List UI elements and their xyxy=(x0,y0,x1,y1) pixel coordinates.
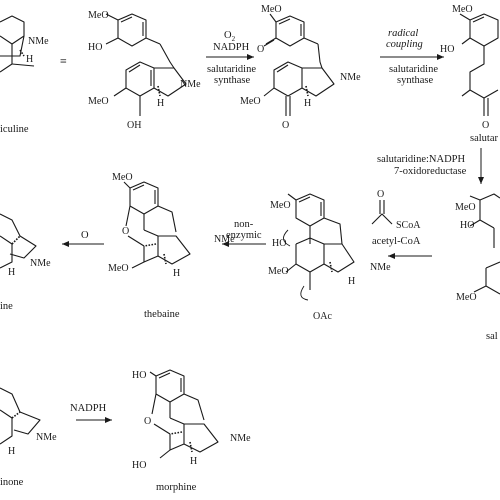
arrow5-label-line1: non- xyxy=(234,219,254,230)
codeinone-h: H xyxy=(8,446,15,457)
reticuline-h: H xyxy=(157,98,164,109)
reticuline-name-label: iculine xyxy=(0,124,29,135)
dienone-o-bottom: O xyxy=(282,120,289,131)
salutaridine-structure: MeO HO O xyxy=(440,4,499,131)
acetate-meo-bottom: MeO xyxy=(268,266,289,277)
arrow2-enzyme-line1: salutaridine xyxy=(389,64,438,75)
acetate-meo-top: MeO xyxy=(270,200,291,211)
salutaridine-o: O xyxy=(482,120,489,131)
arrow3-enzyme-line1: salutaridine:NADPH xyxy=(377,154,465,165)
thebaine-h: H xyxy=(173,268,180,279)
arrow5-label-line2: enzymic xyxy=(226,230,262,241)
thebaine-meo-top: MeO xyxy=(112,172,133,183)
reticuline-compact-structure: NMe H xyxy=(0,15,49,73)
thebaine-nme: NMe xyxy=(214,234,235,245)
reticuline-ho-top: HO xyxy=(88,42,102,53)
neopinone-name-label: ine xyxy=(0,301,13,312)
arrow2-enzyme-line2: synthase xyxy=(397,75,434,86)
neopinone-nme: NMe xyxy=(30,258,51,269)
arrow4-acetylcoa-label: acetyl-CoA xyxy=(372,236,421,247)
codeinone-name-label: inone xyxy=(0,477,24,488)
salutaridine-meo: MeO xyxy=(452,4,473,15)
morphine-o: O xyxy=(144,416,151,427)
arrow2-coupling-label: coupling xyxy=(386,39,423,50)
acetate-h: H xyxy=(348,276,355,287)
codeinone-nme: NMe xyxy=(36,432,57,443)
salutaridinol-name-label: sal xyxy=(486,331,498,342)
morphine-h: H xyxy=(190,456,197,467)
reticuline-nme-label: NMe xyxy=(28,36,49,47)
thebaine-meo-bottom: MeO xyxy=(108,263,129,274)
morphine-nme: NMe xyxy=(230,433,251,444)
arrow1-o2-label: O2 xyxy=(224,30,236,43)
salutaridinol-acetate-structure: MeO HO NMe H MeO OAc xyxy=(268,193,391,322)
dienone-h: H xyxy=(304,98,311,109)
morphine-structure: HO O NMe H HO xyxy=(132,369,251,471)
thebaine-o: O xyxy=(122,226,129,237)
salutaridinol-ho: HO xyxy=(460,220,474,231)
thebaine-structure: MeO O NMe H MeO xyxy=(108,172,235,279)
salutaridinol-structure: MeO HO MeO xyxy=(455,193,500,303)
arrow7-label: NADPH xyxy=(70,403,107,414)
reticuline-meo-top: MeO xyxy=(88,10,109,21)
dienone-meo-top: MeO xyxy=(261,4,282,15)
dienone-nme: NMe xyxy=(340,72,361,83)
salutaridine-name-label: salutar xyxy=(470,133,498,144)
acetate-ho: HO xyxy=(272,238,286,249)
morphine-ho-top: HO xyxy=(132,370,146,381)
reticuline-meo-bottom: MeO xyxy=(88,96,109,107)
arrow2-radical-label: radical xyxy=(388,28,418,39)
dienone-intermediate-structure: MeO O NMe H MeO O xyxy=(240,4,361,131)
reticuline-h-label: H xyxy=(26,54,33,65)
neopinone-structure: NMe H xyxy=(0,213,51,278)
codeinone-structure: NMe H xyxy=(0,387,57,457)
thebaine-name-label: thebaine xyxy=(144,309,180,320)
arrow1-enzyme-line1: salutaridine xyxy=(207,64,256,75)
reticuline-structure: MeO HO NMe H MeO OH xyxy=(88,10,201,131)
arrow1-nadph-label: NADPH xyxy=(213,42,250,53)
reticuline-nme: NMe xyxy=(180,79,201,90)
morphine-ho-bottom: HO xyxy=(132,460,146,471)
acetyl-coa-structure: O SCoA xyxy=(371,189,421,231)
dienone-o-top: O xyxy=(257,44,264,55)
acetyl-coa-scoa: SCoA xyxy=(396,220,421,231)
equivalence-symbol: ≡ xyxy=(60,54,67,68)
arrow6-label: O xyxy=(81,230,89,241)
morphine-name-label: morphine xyxy=(156,482,197,493)
dienone-meo-bottom: MeO xyxy=(240,96,261,107)
arrow1-enzyme-line2: synthase xyxy=(214,75,251,86)
salutaridine-ho: HO xyxy=(440,44,454,55)
reticuline-oh-bottom: OH xyxy=(127,120,141,131)
neopinone-h: H xyxy=(8,267,15,278)
salutaridinol-meo-bottom: MeO xyxy=(456,292,477,303)
salutaridinol-meo: MeO xyxy=(455,202,476,213)
acetyl-coa-o: O xyxy=(377,189,384,200)
arrow3-enzyme-line2: 7-oxidoreductase xyxy=(394,166,467,177)
acetate-nme: NMe xyxy=(370,262,391,273)
acetate-oac: OAc xyxy=(313,311,332,322)
